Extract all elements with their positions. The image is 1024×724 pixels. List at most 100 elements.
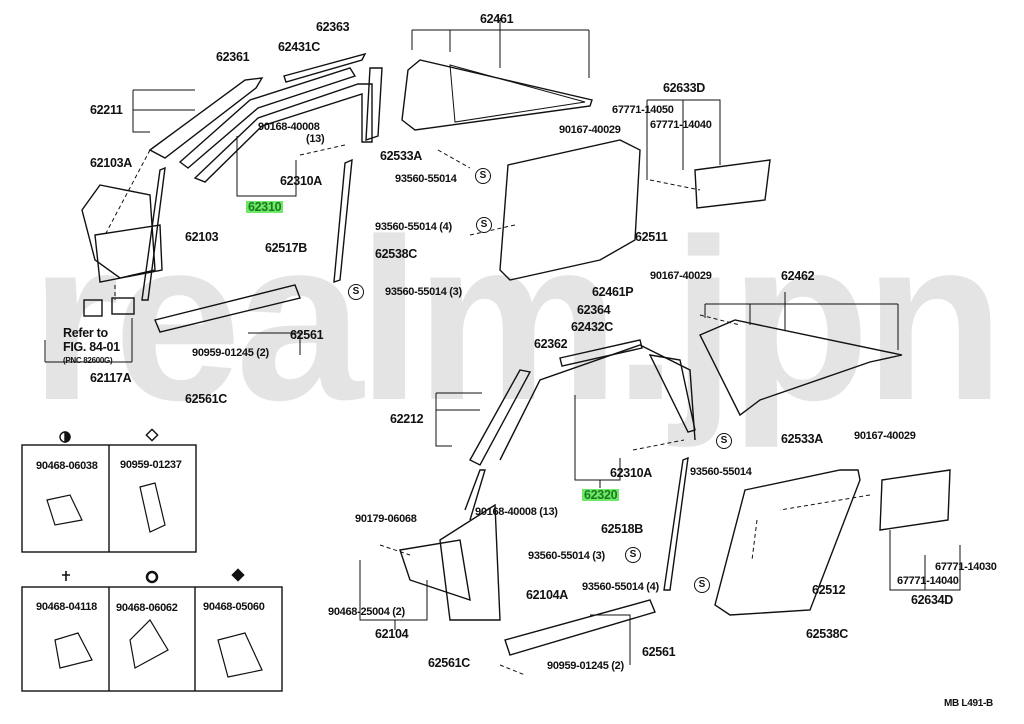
- part-label[interactable]: 62634D: [911, 593, 953, 607]
- dashed-leaders: [104, 144, 871, 676]
- part-label[interactable]: 93560-55014: [690, 466, 752, 478]
- leader: [646, 99, 721, 180]
- leader: [889, 530, 961, 591]
- part-label[interactable]: 62211: [90, 103, 123, 117]
- part-label[interactable]: 67771-14040: [897, 575, 959, 587]
- legend-part-label[interactable]: 90959-01237: [120, 459, 182, 471]
- part-label[interactable]: 62533A: [781, 432, 823, 446]
- front-pillar-garnish-62211: [148, 67, 373, 183]
- part-label[interactable]: 93560-55014 (3): [528, 550, 605, 562]
- part-label[interactable]: 62362: [534, 337, 568, 351]
- part-label[interactable]: 93560-55014: [395, 173, 457, 185]
- pillar-62517B: [333, 158, 353, 284]
- part-label[interactable]: 62364: [577, 303, 611, 317]
- part-label-highlighted[interactable]: 62310: [246, 200, 284, 214]
- part-label[interactable]: 90167-40029: [854, 430, 916, 442]
- part-label[interactable]: 62104A: [526, 588, 568, 602]
- part-label[interactable]: 62103A: [90, 156, 132, 170]
- part-label[interactable]: 90959-01245 (2): [547, 660, 624, 672]
- part-label[interactable]: 62561: [290, 328, 324, 342]
- window-62461: [449, 64, 586, 123]
- cover-62633D: [694, 159, 771, 209]
- reference-note-line3: (PNC 82600G): [63, 356, 113, 365]
- part-label[interactable]: 62310A: [610, 466, 652, 480]
- quarter-trim-62512: [714, 469, 861, 616]
- leader: [574, 395, 621, 488]
- part-label[interactable]: 62104: [375, 627, 409, 641]
- reference-note-line1: Refer to: [63, 326, 108, 340]
- part-label[interactable]: 62538C: [806, 627, 848, 641]
- part-label[interactable]: 93560-55014 (3): [385, 286, 462, 298]
- part-label[interactable]: 62432C: [571, 320, 613, 334]
- part-label[interactable]: 90167-40029: [559, 124, 621, 136]
- kick-panel-62104A: [439, 503, 501, 621]
- part-label[interactable]: 62533A: [380, 149, 422, 163]
- leader: [435, 392, 482, 447]
- part-label[interactable]: 62363: [316, 20, 350, 34]
- leader: [44, 136, 301, 363]
- part-label[interactable]: 90468-25004 (2): [328, 606, 405, 618]
- part-label[interactable]: 62117A: [90, 371, 132, 385]
- part-label[interactable]: 62517B: [265, 241, 307, 255]
- part-label[interactable]: 62461: [480, 12, 514, 26]
- scuff-plate-62561: [154, 284, 301, 333]
- screw-symbol: S: [694, 577, 710, 593]
- weatherstrip-62103: [141, 166, 166, 301]
- leader: [132, 89, 195, 133]
- screw-symbol: S: [625, 547, 641, 563]
- part-label[interactable]: 62561C: [185, 392, 227, 406]
- part-label[interactable]: 90167-40029: [650, 270, 712, 282]
- part-label[interactable]: 90168-40008: [258, 121, 320, 133]
- leader: [359, 560, 428, 630]
- part-label[interactable]: 90168-40008 (13): [475, 506, 558, 518]
- part-label-qty: (13): [306, 133, 325, 145]
- legend-box-bottom: [21, 586, 283, 692]
- clip-drawings: [46, 482, 263, 678]
- part-label[interactable]: 67771-14030: [935, 561, 997, 573]
- leader: [590, 614, 631, 665]
- leader: [704, 292, 899, 350]
- legend-part-label[interactable]: 90468-04118: [36, 601, 97, 613]
- kick-panel-62104: [399, 539, 471, 602]
- part-label[interactable]: 62103: [185, 230, 219, 244]
- weatherstrip-62431C: [283, 52, 367, 83]
- part-label[interactable]: 62462: [781, 269, 815, 283]
- part-label[interactable]: 62361: [216, 50, 250, 64]
- weatherstrip-62362: [499, 344, 696, 461]
- part-label-highlighted[interactable]: 62320: [582, 488, 620, 502]
- part-label[interactable]: 90179-06068: [355, 513, 417, 525]
- cover-62634D: [879, 469, 951, 531]
- pillar-62364: [648, 354, 696, 433]
- screw-symbol: S: [348, 284, 364, 300]
- part-label[interactable]: 62212: [390, 412, 424, 426]
- part-label[interactable]: 62561: [642, 645, 676, 659]
- part-label[interactable]: 62511: [635, 230, 668, 244]
- pillar-62518B: [663, 456, 689, 591]
- part-label[interactable]: 62538C: [375, 247, 417, 261]
- part-label[interactable]: 62518B: [601, 522, 643, 536]
- quarter-trim-62511: [499, 139, 641, 281]
- bracket-62103: [94, 224, 163, 283]
- cover-62117A-b: [111, 297, 135, 315]
- legend-part-label[interactable]: 90468-05060: [203, 601, 265, 613]
- part-label[interactable]: 62310A: [280, 174, 322, 188]
- part-label[interactable]: 62461P: [592, 285, 634, 299]
- part-label[interactable]: 62431C: [278, 40, 320, 54]
- part-label[interactable]: 93560-55014 (4): [375, 221, 452, 233]
- part-label[interactable]: 62512: [812, 583, 846, 597]
- leader: [411, 18, 590, 78]
- cover-62117A-a: [83, 299, 103, 317]
- part-label[interactable]: 67771-14040: [650, 119, 712, 131]
- part-label[interactable]: 62561C: [428, 656, 470, 670]
- legend-part-label[interactable]: 90468-06062: [116, 602, 178, 614]
- part-label[interactable]: 67771-14050: [612, 104, 674, 116]
- quarter-trim-62461: [401, 59, 593, 131]
- legend-part-label[interactable]: 90468-06038: [36, 460, 98, 472]
- part-label[interactable]: 62633D: [663, 81, 705, 95]
- quarter-trim-62462: [699, 319, 903, 417]
- reference-note-line2[interactable]: FIG. 84-01: [63, 340, 120, 354]
- screw-symbol: S: [716, 433, 732, 449]
- part-label[interactable]: 90959-01245 (2): [192, 347, 269, 359]
- part-label[interactable]: 93560-55014 (4): [582, 581, 659, 593]
